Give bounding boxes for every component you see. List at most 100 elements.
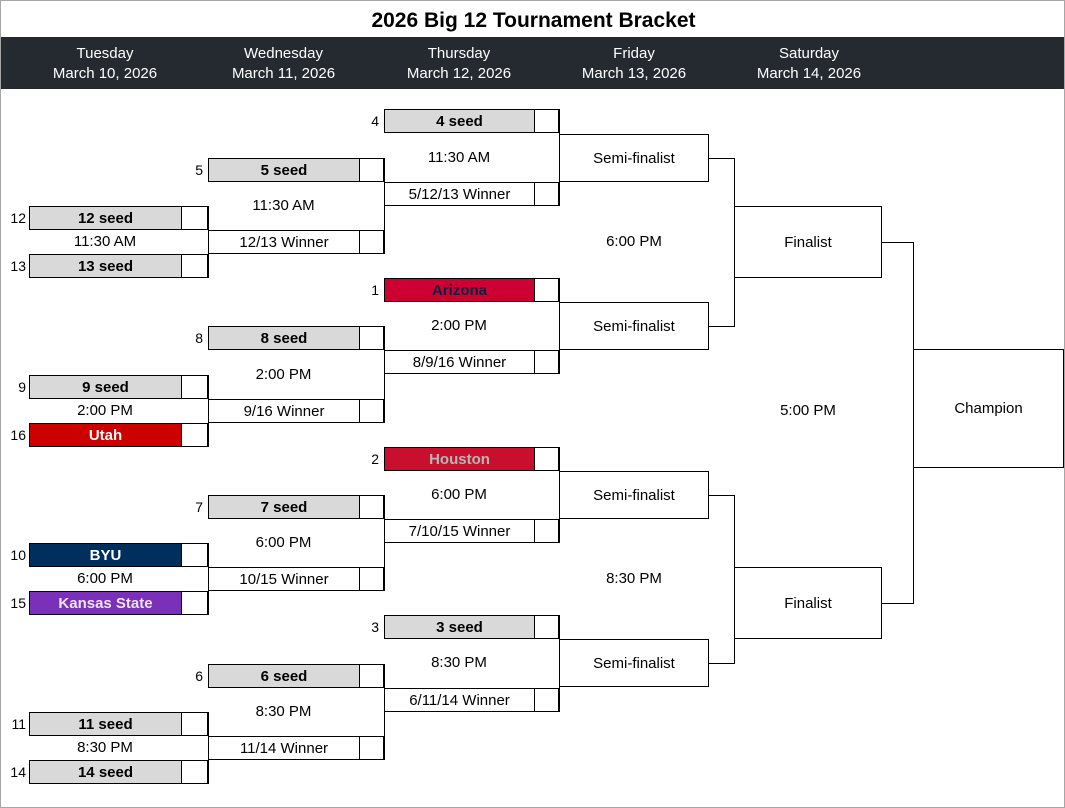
seed-number: 13 [10, 258, 26, 274]
seed-box-6: 6 seed [208, 664, 384, 688]
winner-label: 9/16 Winner [209, 400, 360, 422]
seed-number: 10 [10, 547, 26, 563]
date-header-bar [1, 37, 1064, 89]
seed-box-11: 11 seed [29, 712, 208, 736]
finalist-box-2: Finalist [734, 567, 882, 639]
winner-label: 10/15 Winner [209, 568, 360, 590]
date-label: March 12, 2026 [406, 64, 512, 82]
team-label: 12 seed [30, 207, 182, 229]
seed-number: 2 [371, 451, 379, 467]
day-label: Saturday [778, 44, 840, 62]
winner-box-6-11-14: 6/11/14 Winner [384, 688, 559, 712]
seed-box-12: 12 seed [29, 206, 208, 230]
header-day-tuesday: Tuesday March 10, 2026 [29, 37, 181, 89]
semifinalist-box-4: Semi-finalist [559, 639, 709, 687]
seed-number: 5 [195, 162, 203, 178]
game-time: 8:30 PM [606, 570, 662, 587]
date-label: March 10, 2026 [52, 64, 158, 82]
team-label: 7 seed [209, 496, 360, 518]
seed-number: 3 [371, 619, 379, 635]
team-label: 8 seed [209, 327, 360, 349]
game-time: 6:00 PM [606, 233, 662, 250]
team-label: Kansas State [30, 592, 182, 614]
team-label: Houston [385, 448, 535, 470]
team-label: Utah [30, 424, 182, 446]
winner-label: 6/11/14 Winner [385, 689, 535, 711]
seed-box-13: 13 seed [29, 254, 208, 278]
team-box-utah: Utah [29, 423, 208, 447]
game-time: 2:00 PM [255, 366, 312, 383]
winner-box-9-16: 9/16 Winner [208, 399, 384, 423]
day-label: Wednesday [244, 44, 323, 62]
game-time: 11:30 AM [252, 197, 315, 214]
game-time: 8:30 PM [77, 739, 133, 756]
team-label: 6 seed [209, 665, 360, 687]
winner-label: 7/10/15 Winner [385, 520, 535, 542]
semifinalist-box-2: Semi-finalist [559, 302, 709, 350]
seed-number: 15 [10, 595, 26, 611]
header-day-saturday: Saturday March 14, 2026 [734, 37, 884, 89]
team-label: 11 seed [30, 713, 182, 735]
date-label: March 14, 2026 [756, 64, 862, 82]
seed-number: 16 [10, 427, 26, 443]
date-label: March 11, 2026 [231, 64, 336, 82]
team-label: 9 seed [30, 376, 182, 398]
winner-box-11-14: 11/14 Winner [208, 736, 384, 760]
day-label: Friday [613, 44, 655, 62]
seed-box-14: 14 seed [29, 760, 208, 784]
game-time: 6:00 PM [77, 570, 133, 587]
winner-label: 5/12/13 Winner [385, 183, 535, 205]
seed-box-9: 9 seed [29, 375, 208, 399]
seed-number: 1 [371, 282, 379, 298]
winner-label: 11/14 Winner [209, 737, 360, 759]
date-label: March 13, 2026 [581, 64, 687, 82]
game-time: 11:30 AM [73, 233, 137, 250]
seed-box-4: 4 seed [384, 109, 559, 133]
seed-box-8: 8 seed [208, 326, 384, 350]
winner-box-10-15: 10/15 Winner [208, 567, 384, 591]
game-time: 8:30 PM [431, 654, 487, 671]
winner-box-12-13: 12/13 Winner [208, 230, 384, 254]
winner-label: 8/9/16 Winner [385, 351, 535, 373]
game-time: 11:30 AM [427, 149, 491, 166]
winner-box-5-12-13: 5/12/13 Winner [384, 182, 559, 206]
game-time: 8:30 PM [255, 703, 312, 720]
seed-box-3: 3 seed [384, 615, 559, 639]
winner-label: 12/13 Winner [209, 231, 360, 253]
semifinalist-box-1: Semi-finalist [559, 134, 709, 182]
semifinalist-box-3: Semi-finalist [559, 471, 709, 519]
game-time: 2:00 PM [77, 402, 133, 419]
seed-box-5: 5 seed [208, 158, 384, 182]
team-label: 5 seed [209, 159, 360, 181]
team-label: 4 seed [385, 110, 535, 132]
header-day-thursday: Thursday March 12, 2026 [384, 37, 534, 89]
page-title: 2026 Big 12 Tournament Bracket [371, 9, 696, 32]
seed-number: 12 [10, 210, 26, 226]
game-time: 6:00 PM [255, 534, 312, 551]
seed-number: 9 [18, 379, 26, 395]
champion-box: Champion [913, 349, 1064, 468]
team-label: 13 seed [30, 255, 182, 277]
team-label: Arizona [385, 279, 535, 301]
day-label: Thursday [427, 44, 491, 62]
header-day-friday: Friday March 13, 2026 [559, 37, 709, 89]
team-label: 3 seed [385, 616, 535, 638]
game-time: 5:00 PM [780, 402, 836, 419]
header-day-wednesday: Wednesday March 11, 2026 [208, 37, 359, 89]
seed-number: 14 [10, 764, 26, 780]
seed-number: 7 [195, 499, 203, 515]
team-label: BYU [30, 544, 182, 566]
team-label: 14 seed [30, 761, 182, 783]
team-box-kansas-state: Kansas State [29, 591, 208, 615]
game-time: 6:00 PM [431, 486, 487, 503]
game-time: 2:00 PM [431, 317, 487, 334]
team-box-houston: Houston [384, 447, 559, 471]
winner-box-7-10-15: 7/10/15 Winner [384, 519, 559, 543]
seed-box-7: 7 seed [208, 495, 384, 519]
winner-box-8-9-16: 8/9/16 Winner [384, 350, 559, 374]
seed-number: 6 [195, 668, 203, 684]
seed-number: 8 [195, 330, 203, 346]
seed-number: 11 [11, 716, 26, 732]
seed-number: 4 [371, 113, 379, 129]
